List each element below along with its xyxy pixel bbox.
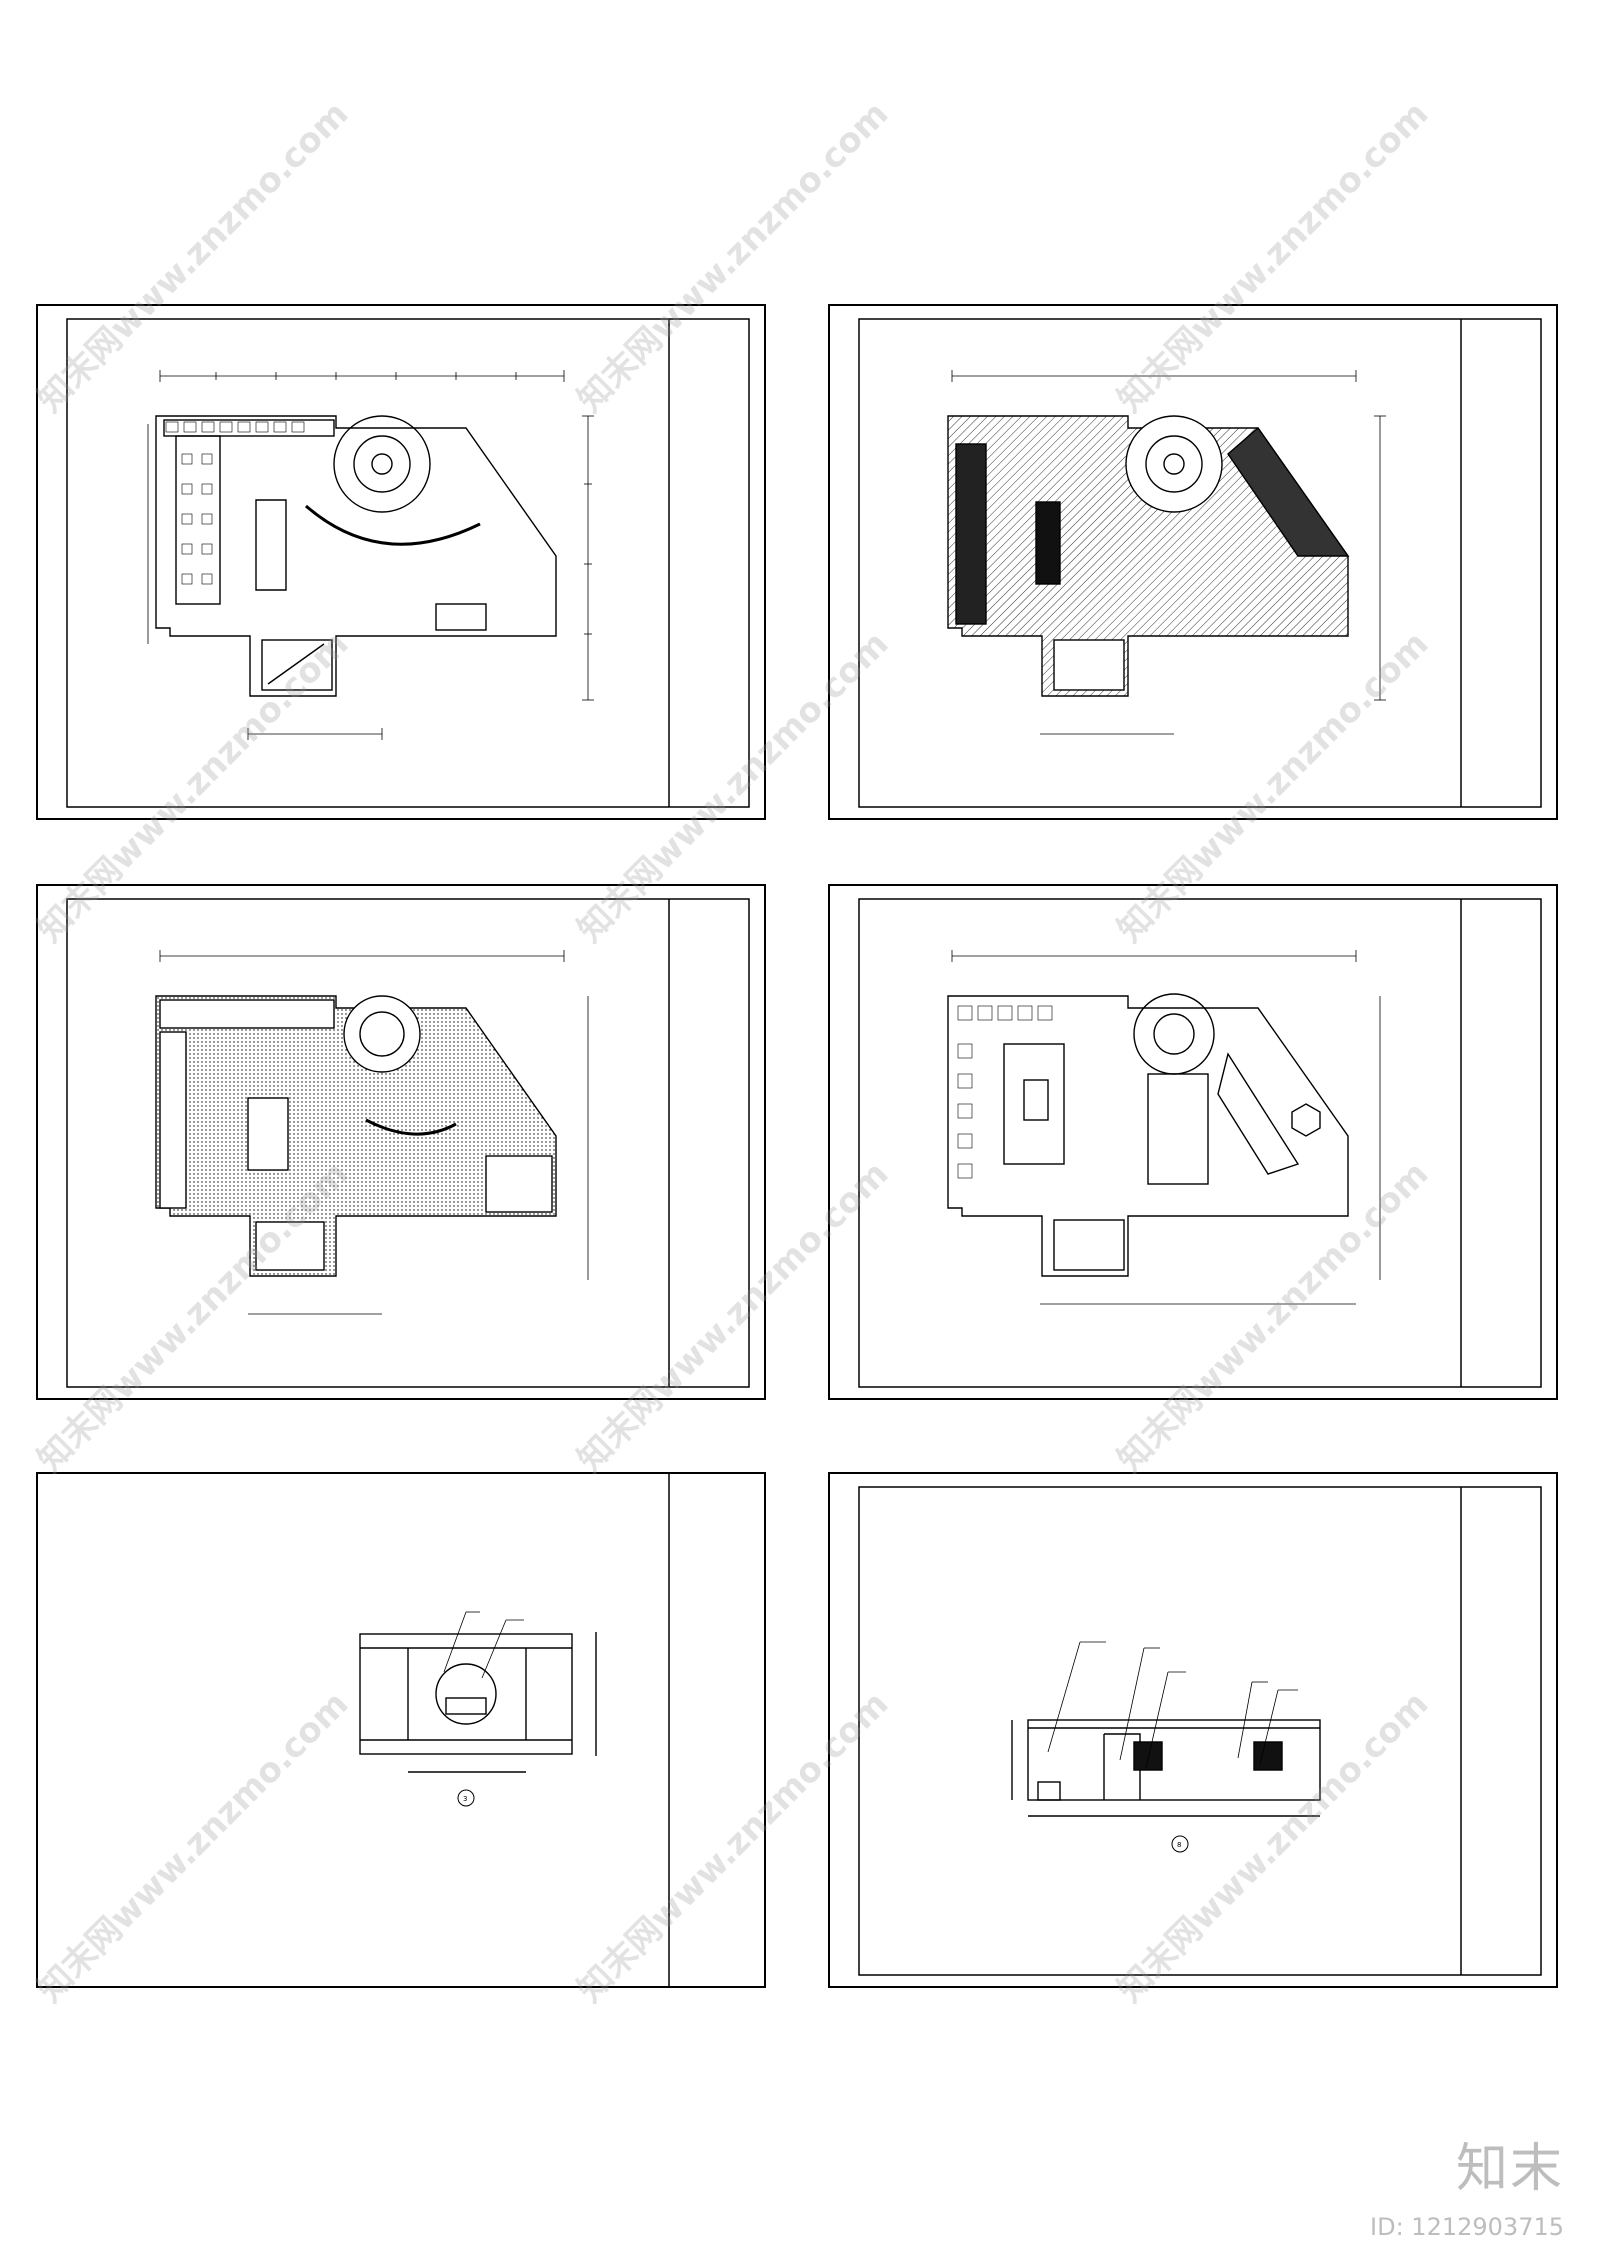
drawing-sheet-1 (36, 304, 766, 820)
brand-logo: 知末 (1455, 2139, 1564, 2199)
drawing-frame (858, 318, 1542, 808)
detail-marker (457, 1789, 475, 1807)
sheet-border (36, 1472, 766, 1988)
drawing-sheet-4 (828, 884, 1558, 1400)
elevation-marker (1171, 1835, 1189, 1853)
dimension-lines (159, 950, 589, 1315)
drawing-frame (66, 898, 750, 1388)
drawing-sheet-5: 3 (36, 1472, 766, 1988)
ceiling-plan (155, 995, 557, 1277)
sheet-border (36, 304, 766, 820)
elevation-number: 8 (1177, 1841, 1181, 1849)
table-grid (957, 1005, 1053, 1179)
floor-plan-1 (155, 415, 557, 697)
furniture-plan (947, 993, 1349, 1277)
sheet-border (828, 1472, 1558, 1988)
dimension-lines (951, 370, 1386, 735)
image-id: ID: 1212903715 (1370, 2213, 1564, 2241)
drawing-frame (66, 318, 750, 808)
drawing-sheet-3 (36, 884, 766, 1400)
detail-number: 3 (463, 1795, 467, 1803)
leader-lines (443, 1611, 524, 1679)
elevation-drawing (1011, 1719, 1321, 1817)
floor-plan-2 (947, 415, 1350, 697)
sheet-border (36, 884, 766, 1400)
drawing-frame (858, 1486, 1542, 1976)
drawing-sheet-2 (828, 304, 1558, 820)
dimension-lines (147, 370, 594, 740)
furniture-pattern (165, 421, 305, 585)
drawing-frame (858, 898, 1542, 1388)
dimension-lines (951, 950, 1381, 1305)
sheet-border (828, 884, 1558, 1400)
drawing-sheet-6: 8 (828, 1472, 1558, 1988)
detail-drawing (359, 1632, 597, 1773)
sheet-border (828, 304, 1558, 820)
leader-lines (1047, 1641, 1298, 1769)
